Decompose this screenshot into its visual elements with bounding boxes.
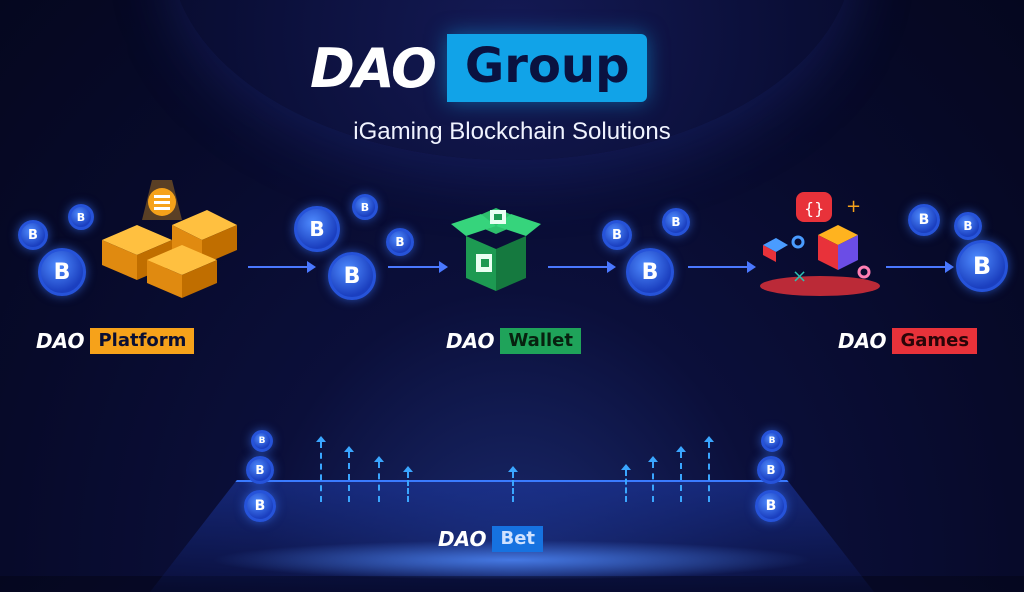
label-platform: Platform — [90, 328, 195, 354]
coin-icon: B — [755, 490, 787, 522]
coin-icon: B — [602, 220, 632, 250]
label-games: Games — [892, 328, 978, 354]
flow-arrow — [388, 261, 448, 273]
coin-icon: B — [251, 430, 273, 452]
svg-text:×: × — [792, 266, 807, 287]
coin-icon: B — [757, 456, 785, 484]
coin-icon: B — [244, 490, 276, 522]
label-dao: DAO — [438, 527, 487, 551]
flow-arrow — [886, 261, 954, 273]
coin-icon: B — [662, 208, 690, 236]
rising-line — [403, 466, 413, 502]
coin-icon: B — [954, 212, 982, 240]
dao-wallet-label: DAO Wallet — [446, 328, 581, 354]
coin-icon: B — [386, 228, 414, 256]
dao-bet-label: DAO Bet — [438, 526, 544, 552]
label-dao: DAO — [36, 329, 85, 353]
coin-icon: B — [626, 248, 674, 296]
dao-platform-label: DAO Platform — [36, 328, 195, 354]
coin-icon: B — [294, 206, 340, 252]
coin-icon: B — [908, 204, 940, 236]
label-dao: DAO — [838, 329, 887, 353]
rising-line — [621, 464, 631, 502]
rising-line — [316, 436, 326, 502]
coin-icon: B — [38, 248, 86, 296]
coin-icon: B — [68, 204, 94, 230]
svg-text:+: + — [846, 196, 861, 217]
svg-text:{}: {} — [804, 199, 824, 218]
coin-icon: B — [18, 220, 48, 250]
platform-blocks-icon — [102, 180, 237, 298]
flow-arrow — [548, 261, 616, 273]
rising-line — [344, 446, 354, 502]
rising-line — [374, 456, 384, 502]
logo-group-text: Group — [446, 34, 648, 102]
rising-line — [704, 436, 714, 502]
coin-icon: B — [328, 252, 376, 300]
coin-icon: B — [352, 194, 378, 220]
label-wallet: Wallet — [500, 328, 581, 354]
label-dao: DAO — [446, 329, 495, 353]
wallet-box-icon — [451, 208, 541, 291]
games-shapes-icon: {} + × — [760, 192, 880, 296]
coin-icon: B — [246, 456, 274, 484]
rising-line — [648, 456, 658, 502]
subtitle: iGaming Blockchain Solutions — [353, 118, 671, 145]
dao-games-label: DAO Games — [838, 328, 978, 354]
rising-line — [508, 466, 518, 502]
flow-arrow — [688, 261, 756, 273]
coin-icon: B — [761, 430, 783, 452]
rising-line — [676, 446, 686, 502]
dao-group-logo: DAO Group — [310, 34, 648, 102]
label-bet: Bet — [492, 526, 544, 552]
flow-arrow — [248, 261, 316, 273]
logo-dao-text: DAO — [310, 36, 437, 100]
coin-icon: B — [956, 240, 1008, 292]
